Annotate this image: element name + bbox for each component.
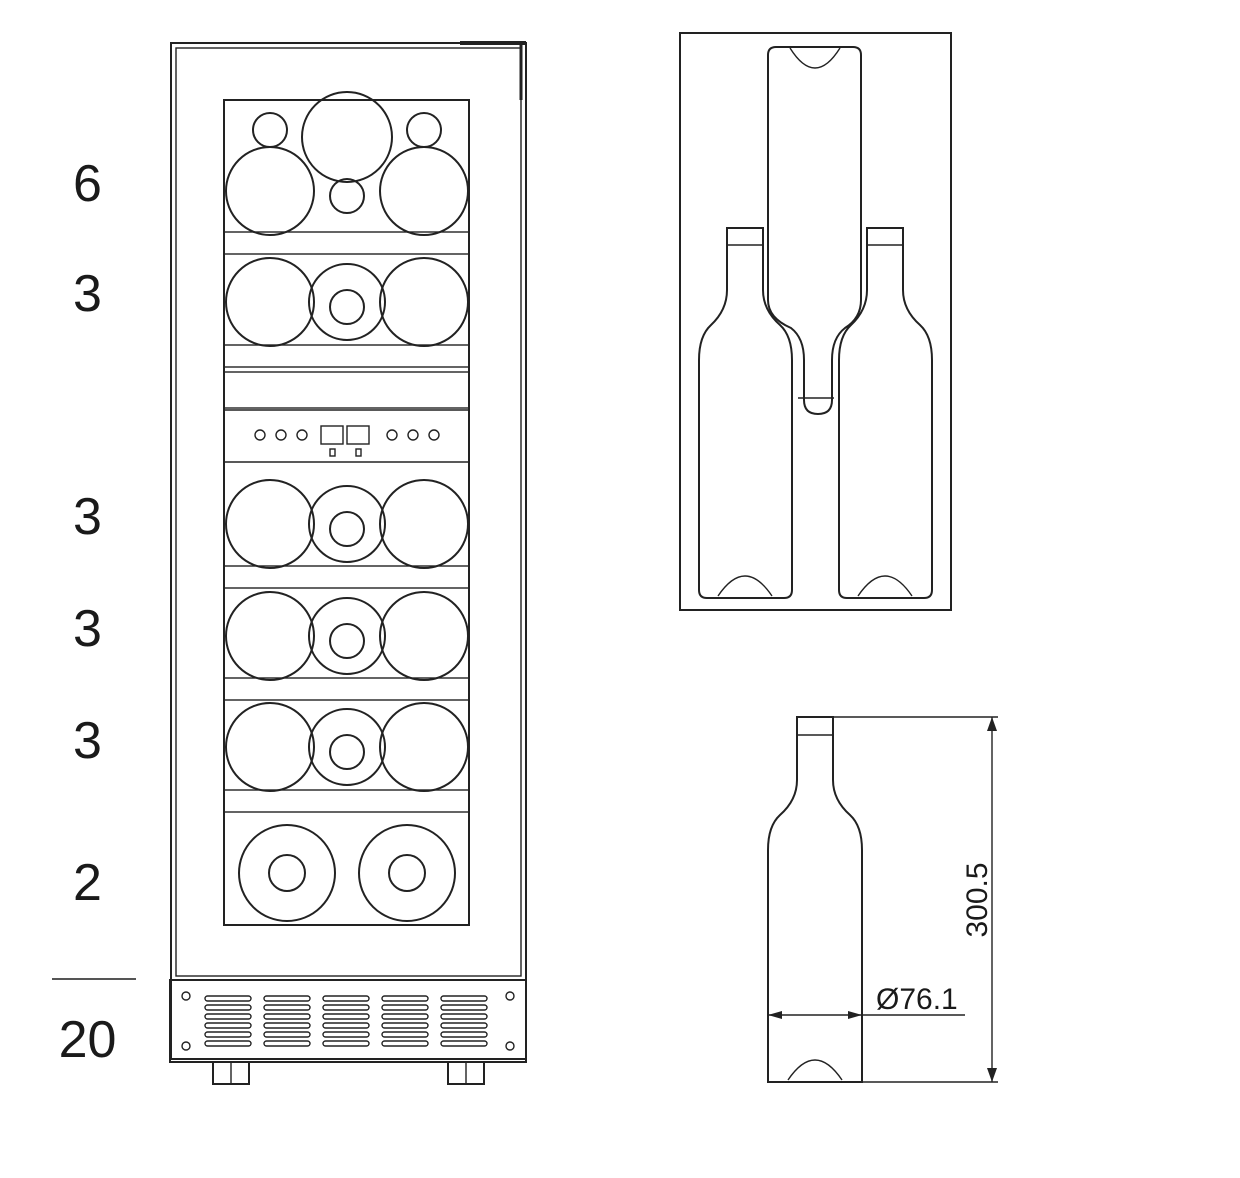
shelf-6-bottles [238,824,456,922]
vent-slot [440,1013,488,1020]
shelf-top-view [679,32,952,611]
vent-slot [381,995,429,1002]
vent-slot [440,1022,488,1029]
vent-slot [322,1004,370,1011]
shelf-2-bottles [225,257,469,347]
height-dimension-label: 300.5 [961,862,994,937]
cooler-cabinet [170,41,527,1060]
vent-slot [204,1040,252,1047]
bottle-dimension-view [767,716,998,1083]
vent-slot [263,1040,311,1047]
vent-slot [204,1013,252,1020]
shelf-3-bottles [225,479,469,569]
ventilation-grille [169,979,527,1063]
shelf-count-6: 2 [73,854,102,912]
vent-slot [381,1040,429,1047]
vent-slot [322,995,370,1002]
shelf-count-4: 3 [73,600,102,658]
vent-slot [322,1031,370,1038]
vent-slot [204,1022,252,1029]
shelf-4-bottles [225,591,469,681]
glass-door [223,99,470,926]
vent-slot [322,1040,370,1047]
shelf-count-5: 3 [73,712,102,770]
shelf-count-2: 3 [73,265,102,323]
vent-slot [263,1022,311,1029]
control-panel [224,409,469,463]
vent-slot [440,1004,488,1011]
vent-slot [204,1004,252,1011]
shelf-rail-1 [223,231,470,255]
vent-slot [440,1031,488,1038]
shelf-rail-2 [223,344,470,368]
vent-slot [263,1004,311,1011]
vent-slot [440,995,488,1002]
vent-slot [381,1004,429,1011]
vent-slot [204,995,252,1002]
vent-slot [263,1031,311,1038]
vent-slot [322,1013,370,1020]
total-count: 20 [58,1011,117,1069]
vent-slot [440,1040,488,1047]
vent-slot [381,1022,429,1029]
shelf-1-bottles [225,91,469,236]
shelf-rail-4 [223,677,470,701]
shelf-count-1: 6 [73,155,102,213]
vent-slot [263,1013,311,1020]
total-divider [52,978,136,980]
shelf-rail-5 [223,789,470,813]
shelf-rail-3 [223,565,470,589]
shelf-5-bottles [225,702,469,792]
vent-slot [381,1013,429,1020]
vent-slot [381,1031,429,1038]
vent-slot [204,1031,252,1038]
cooler-feet [212,1061,485,1085]
shelf-count-3: 3 [73,488,102,546]
diameter-dimension-label: Ø76.1 [876,983,958,1016]
shelf-rail-empty [223,371,470,409]
vent-slot [322,1022,370,1029]
vent-slot [263,995,311,1002]
